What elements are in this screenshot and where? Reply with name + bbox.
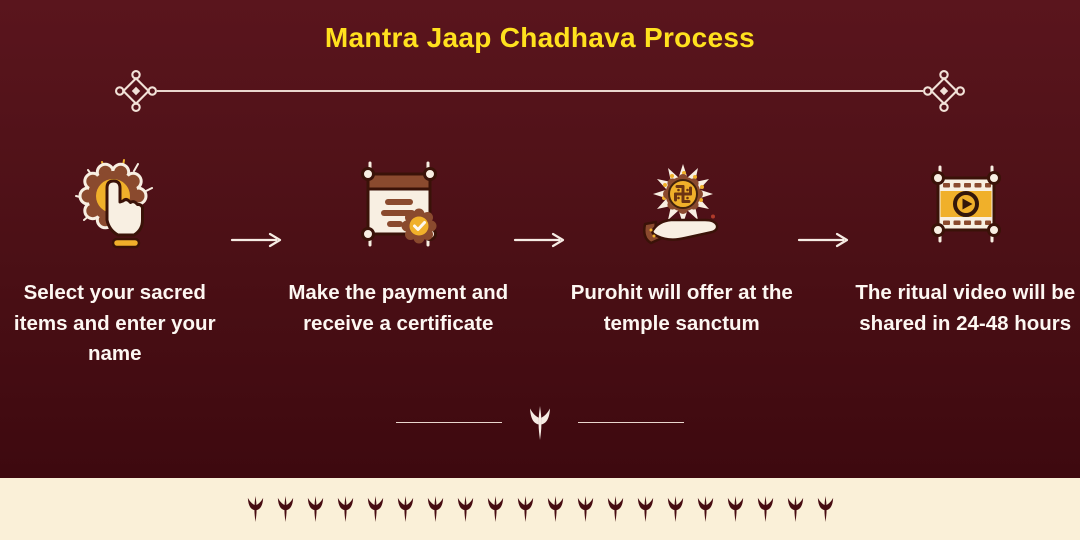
trishul-icon (757, 496, 773, 522)
arrow-right-icon (230, 232, 281, 248)
step-label: Make the payment and receive a certifica… (288, 281, 509, 335)
payment-certificate-icon (361, 161, 438, 247)
trishul-icon (427, 496, 443, 522)
trishul-icon (817, 496, 833, 522)
step-4: The ritual video will be shared in 24-48… (851, 154, 1080, 339)
step-label: Select your sacred items and enter your … (13, 281, 216, 365)
trishul-icon (337, 496, 353, 522)
trishul-icon (307, 496, 323, 522)
ritual-video-icon (931, 165, 1002, 243)
trishul-icon (697, 496, 713, 522)
trishul-icon (277, 496, 293, 522)
trishul-icon (397, 496, 413, 522)
knot-ornament-icon (115, 70, 157, 112)
offering-hand-icon (642, 164, 719, 245)
trishul-icon (530, 405, 550, 440)
trishul-icon (517, 496, 533, 522)
trident-divider (0, 405, 1080, 440)
trishul-icon (727, 496, 743, 522)
trishul-icon (577, 496, 593, 522)
step-label: Purohit will offer at the temple sanctum (570, 281, 793, 335)
trishul-icon (787, 496, 803, 522)
step-1: Select your sacred items and enter your … (0, 154, 230, 370)
step-label: The ritual video will be shared in 24-48… (855, 281, 1076, 335)
trishul-icon (247, 496, 263, 522)
trishul-icon (367, 496, 383, 522)
process-steps: Select your sacred items and enter your … (0, 154, 1080, 370)
step-2: Make the payment and receive a certifica… (284, 154, 514, 339)
trishul-icon (487, 496, 503, 522)
divider-line (396, 421, 502, 424)
page-title: Mantra Jaap Chadhava Process (324, 22, 756, 53)
tap-select-icon (74, 159, 153, 249)
trishul-icon (457, 496, 473, 522)
footer-strip (0, 478, 1080, 540)
divider-line (578, 421, 684, 424)
divider-line (157, 90, 923, 92)
arrow-right-icon (513, 232, 565, 248)
step-3: Purohit will offer at the temple sanctum (567, 154, 797, 339)
trishul-icon (667, 496, 683, 522)
trishul-icon (637, 496, 653, 522)
knot-ornament-icon (923, 70, 965, 112)
trishul-icon (547, 496, 563, 522)
trishul-icon (607, 496, 623, 522)
footer-trident-row (245, 496, 836, 522)
arrow-right-icon (797, 232, 848, 248)
header-divider (115, 70, 965, 112)
